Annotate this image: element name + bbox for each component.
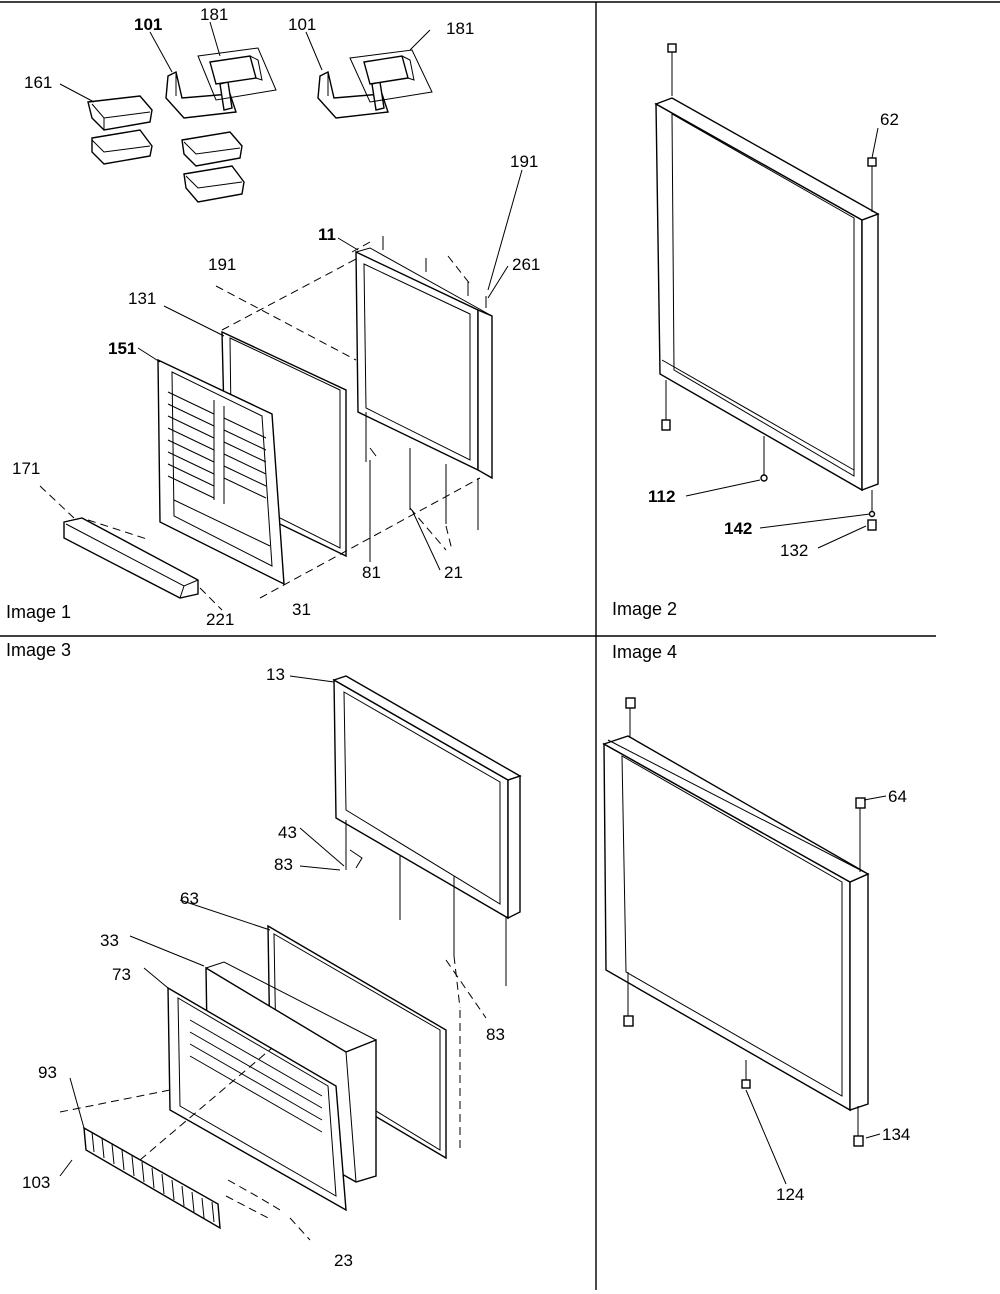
- image-1-illustration: [39, 21, 523, 611]
- callout-33: 33: [100, 931, 119, 950]
- dairy-bin-181-right: [349, 49, 433, 103]
- callout-181-right: 181: [446, 19, 474, 38]
- bottom-bin-171: [63, 517, 199, 599]
- image-2-illustration: [654, 43, 880, 549]
- door-bin-center-lower: [183, 165, 245, 203]
- image-4-illustration: [602, 697, 887, 1185]
- door-bin-center-upper: [181, 131, 243, 167]
- callout-83-upper: 83: [274, 855, 293, 874]
- outer-door-11: [355, 236, 493, 530]
- callout-23: 23: [334, 1251, 353, 1270]
- callout-221: 221: [206, 610, 234, 629]
- panel-label-image-1: Image 1: [6, 602, 71, 622]
- dairy-bin-181-left: [197, 47, 277, 101]
- image-4-callouts: 64 134 124: [776, 787, 910, 1204]
- callout-261: 261: [512, 255, 540, 274]
- callout-134: 134: [882, 1125, 910, 1144]
- callout-93: 93: [38, 1063, 57, 1082]
- callout-161: 161: [24, 73, 52, 92]
- callout-13: 13: [266, 665, 285, 684]
- callout-73: 73: [112, 965, 131, 984]
- image-3-illustration: [59, 675, 522, 1241]
- callout-21: 21: [444, 563, 463, 582]
- image-3-callouts: 13 43 83 63 33 73 83 93 103 23: [22, 665, 505, 1270]
- callout-83-lower: 83: [486, 1025, 505, 1044]
- callout-101-left: 101: [134, 15, 162, 34]
- inner-door-liner-151: [157, 358, 285, 586]
- shelf-bracket-101-left: [165, 70, 237, 119]
- door-bin-161-lower: [91, 129, 153, 165]
- image-2-callouts: 62 112 142 132: [648, 110, 899, 560]
- callout-171: 171: [12, 459, 40, 478]
- callout-43: 43: [278, 823, 297, 842]
- panel-label-image-4: Image 4: [612, 642, 677, 662]
- callout-64: 64: [888, 787, 907, 806]
- callout-101-right: 101: [288, 15, 316, 34]
- door-bin-161-upper: [87, 95, 153, 131]
- callout-181-left: 181: [200, 5, 228, 24]
- callout-81: 81: [362, 563, 381, 582]
- callout-132: 132: [780, 541, 808, 560]
- image-1-callouts: 181 101 101 181 161 191 11 191 261 131 1…: [12, 5, 540, 629]
- callout-112: 112: [648, 487, 675, 506]
- callout-62: 62: [880, 110, 899, 129]
- callout-142: 142: [724, 519, 752, 538]
- panel-label-image-2: Image 2: [612, 599, 677, 619]
- callout-103: 103: [22, 1173, 50, 1192]
- callout-191-lower: 191: [208, 255, 236, 274]
- callout-11: 11: [318, 225, 336, 244]
- callout-63: 63: [180, 889, 199, 908]
- kick-plate-grille-93: [83, 1126, 221, 1230]
- callout-31: 31: [292, 600, 311, 619]
- callout-191-upper: 191: [510, 152, 538, 171]
- callout-124: 124: [776, 1185, 804, 1204]
- callout-151: 151: [108, 339, 136, 358]
- panel-label-image-3: Image 3: [6, 640, 71, 660]
- callout-131: 131: [128, 289, 156, 308]
